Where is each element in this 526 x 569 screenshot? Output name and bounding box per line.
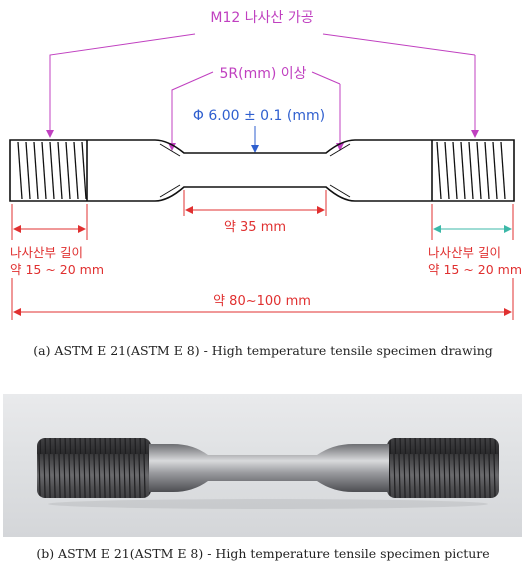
radius-label: 5R(mm) 이상 bbox=[219, 66, 306, 82]
right-thread-length-value: 약 15 ~ 20 mm bbox=[428, 262, 522, 277]
total-length-dimension: 약 80~100 mm bbox=[11, 278, 514, 320]
diameter-callout: Φ 6.00 ± 0.1 (mm) bbox=[193, 108, 325, 153]
specimen-photo bbox=[3, 394, 522, 537]
thread-label: M12 나사산 가공 bbox=[210, 10, 313, 26]
gauge-length-dimension: 약 35 mm bbox=[183, 190, 327, 235]
left-thread-length-dimension: 나사산부 길이 약 15 ~ 20 mm bbox=[10, 204, 104, 277]
thread-callout: M12 나사산 가공 bbox=[46, 10, 479, 138]
left-thread-length-title: 나사산부 길이 bbox=[10, 245, 83, 260]
right-thread-length-dimension: 나사산부 길이 약 15 ~ 20 mm bbox=[428, 204, 522, 277]
right-thread-hatching bbox=[436, 141, 506, 200]
left-thread-length-value: 약 15 ~ 20 mm bbox=[10, 262, 104, 277]
diameter-label: Φ 6.00 ± 0.1 (mm) bbox=[193, 108, 325, 124]
right-thread-length-title: 나사산부 길이 bbox=[428, 245, 501, 260]
specimen-photo-render bbox=[37, 438, 499, 509]
total-length-label: 약 80~100 mm bbox=[213, 294, 311, 309]
specimen-outline bbox=[9, 139, 515, 202]
caption-drawing: (a) ASTM E 21(ASTM E 8) - High temperatu… bbox=[33, 343, 493, 358]
gauge-length-label: 약 35 mm bbox=[224, 220, 286, 235]
specimen-profile bbox=[9, 139, 515, 202]
caption-picture: (b) ASTM E 21(ASTM E 8) - High temperatu… bbox=[36, 546, 490, 561]
radius-callout: 5R(mm) 이상 bbox=[168, 66, 344, 151]
left-thread-hatching bbox=[17, 141, 87, 200]
